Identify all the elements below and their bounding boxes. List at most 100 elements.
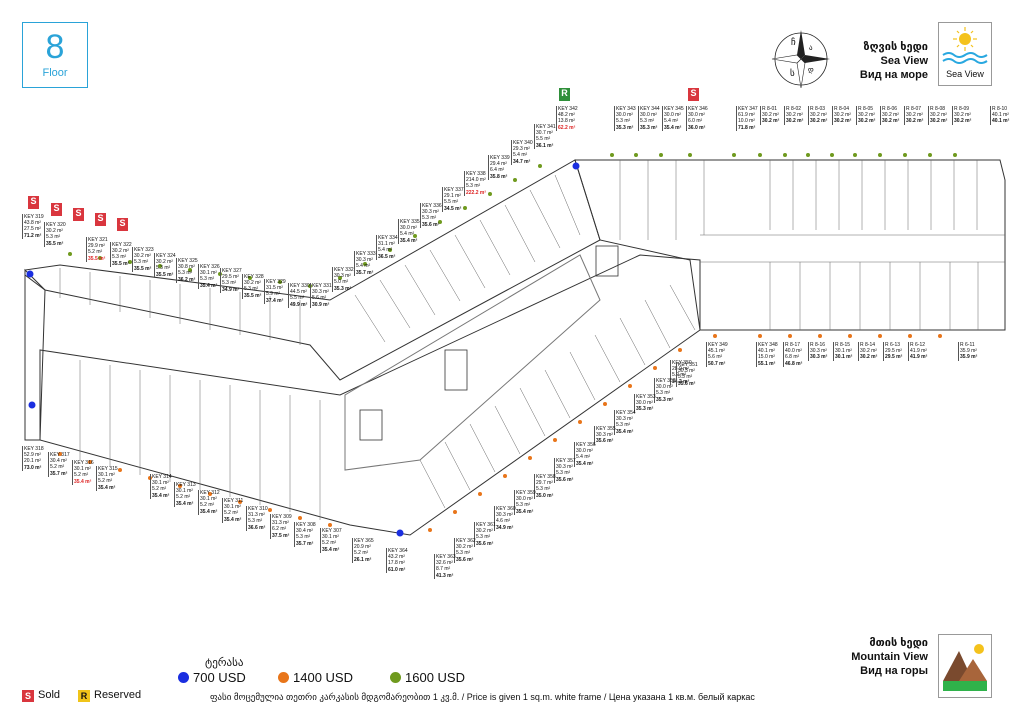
unit-area: 5.2 m² <box>74 472 89 479</box>
unit-total-area: 34.2 m² <box>672 378 690 385</box>
unit-area: 30.3 m² <box>422 209 439 216</box>
mountain-view-ka: მთის ხედი <box>869 637 928 649</box>
unit-key: KEY 348 <box>758 342 778 348</box>
unit-area: 5.3 m² <box>556 470 571 477</box>
unit-area: 40.0 m² <box>785 348 802 355</box>
unit-total-area: 35.4 m² <box>224 516 242 523</box>
unit-area: 5.3 m² <box>248 518 263 525</box>
unit-key: KEY 351 <box>678 362 698 368</box>
compass-letter-n: ჩ <box>791 37 796 48</box>
mountain-view-en: Mountain View <box>851 651 928 663</box>
unit-total-area: 34.9 m² <box>496 524 514 531</box>
sea-view-en: Sea View <box>880 55 929 67</box>
unit-key: KEY 362 <box>456 538 476 544</box>
unit-area: 32.6 m² <box>436 560 453 567</box>
unit-total-area: 35.4 m² <box>516 508 534 515</box>
legend-reserved-label: Reserved <box>94 689 142 701</box>
unit-total-area: 61.0 m² <box>388 566 406 573</box>
sea-view-ka: ზღვის ხედი <box>863 41 928 53</box>
unit-key: KEY 350 <box>672 360 692 366</box>
unit-area: 30.3 m² <box>596 432 613 439</box>
unit-area: 30.3 m² <box>678 368 695 375</box>
